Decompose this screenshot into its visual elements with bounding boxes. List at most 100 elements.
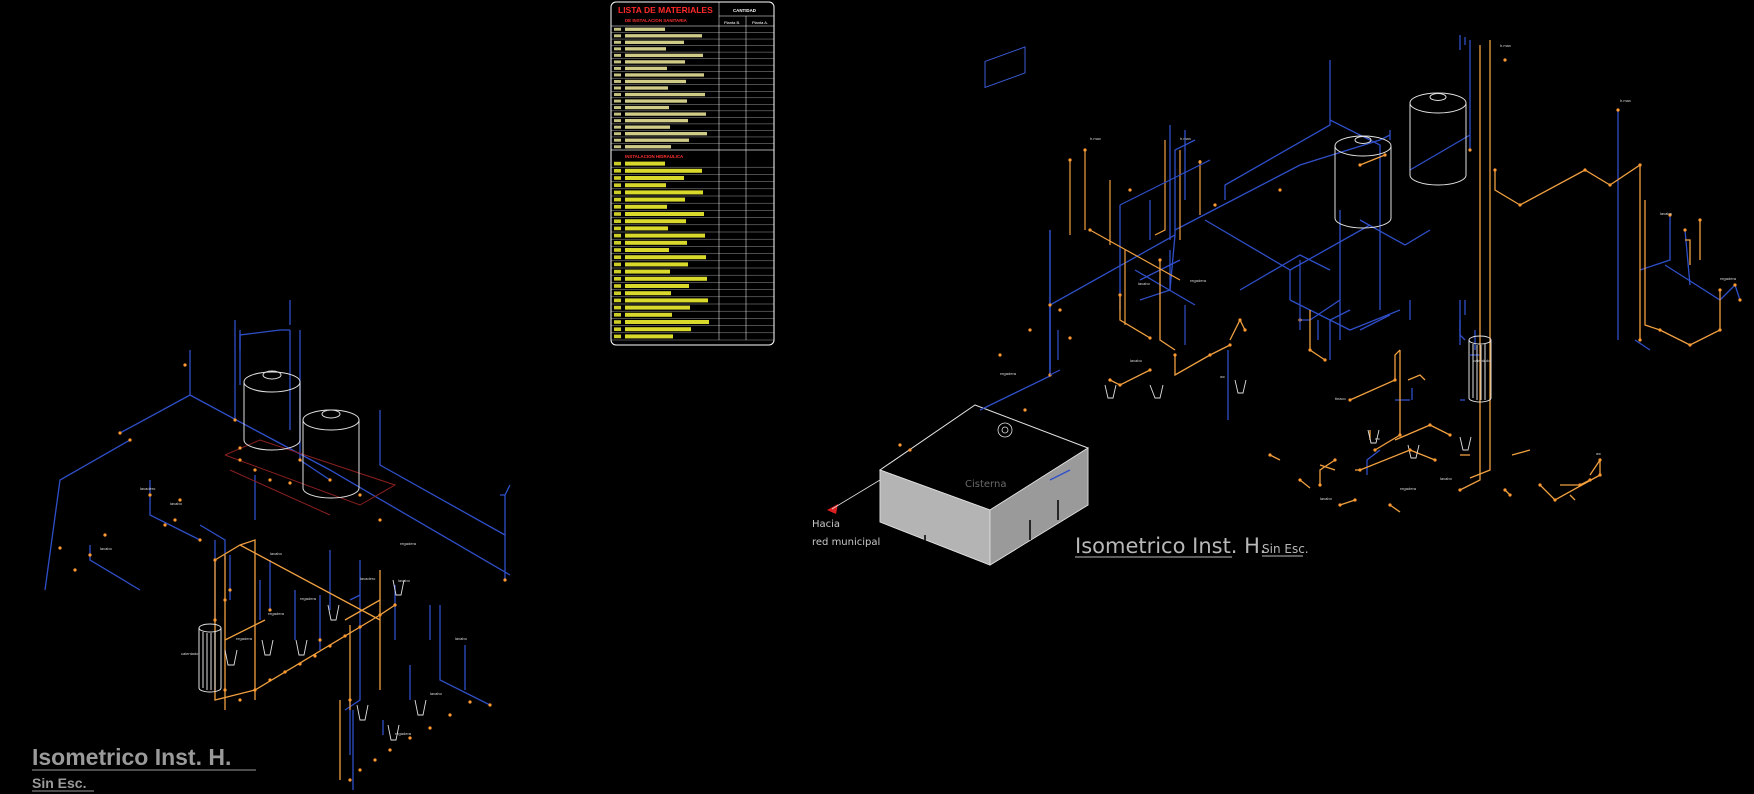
svg-text:lavadero: lavadero [140,486,156,491]
materials-table-subtitle: DE INSTALACION SANITARIA [625,18,688,23]
table-row-index-block [614,161,621,166]
table-row-text-block [625,92,705,97]
svg-text:lavabo: lavabo [170,501,183,506]
svg-text:regadera: regadera [1190,278,1207,283]
table-row-text-block [625,145,671,149]
table-row-index-block [614,183,621,187]
table-row-text-block [625,40,684,44]
table-row-index-block [614,248,621,252]
table-row-text-block [625,79,686,84]
svg-text:lavabo: lavabo [455,636,468,641]
table-row-index-block [614,125,621,129]
table-row-index-block [614,219,621,223]
table-row-text-block [625,183,666,188]
svg-text:lavabo: lavabo [100,546,113,551]
table-row-index-block [614,320,621,324]
table-row-index-block [614,298,621,303]
table-row-index-block [614,205,621,209]
table-row-text-block [625,118,688,123]
svg-text:h.max: h.max [1500,43,1511,48]
table-row-text-block [625,34,702,38]
table-row-text-block [625,284,689,288]
table-row-text-block [625,204,667,209]
table-row-index-block [614,226,621,231]
table-row-index-block [614,66,621,70]
table-row-index-block [614,291,621,295]
table-row-index-block [614,255,621,259]
left-drawing-title: Isometrico Inst. H. [32,744,231,770]
table-row-text-block [625,190,703,195]
svg-text:regadera: regadera [400,541,417,546]
table-row-text-block [625,112,706,116]
table-row-index-block [614,334,621,339]
table-row-text-block [625,197,685,202]
svg-text:lavabo: lavabo [1138,281,1151,286]
table-row-text-block [625,132,707,136]
svg-text:regadera: regadera [1000,371,1017,376]
table-row-text-block [625,327,691,332]
table-row-text-block [625,60,685,64]
table-row-index-block [614,145,621,149]
left-isometric-plumbing-diagram: lavabo lavabo lavadero regadera regadera re… [32,300,511,792]
svg-text:lavabo: lavabo [1130,358,1143,363]
table-row-text-block [625,312,672,317]
svg-text:regadera: regadera [1720,276,1737,281]
cistern-box [878,46,1090,566]
svg-text:h.max: h.max [1180,136,1191,141]
table-row-index-block [614,212,621,216]
table-row-text-block [625,161,665,166]
table-row-index-block [614,284,621,288]
table-row-index-block [614,119,621,123]
svg-text:h.max: h.max [1620,98,1631,103]
svg-text:lavadero: lavadero [360,576,376,581]
materials-table-rows [611,27,774,341]
table-row-text-block [625,66,667,71]
table-row-index-block [614,93,621,96]
table-row-text-block [625,233,705,238]
svg-text:wc: wc [1220,374,1225,379]
table-row-text-block [625,262,688,267]
table-row-text-block [625,105,669,110]
table-row-text-block [625,86,668,90]
table-row-text-block [625,168,702,173]
right-drawing-title: Isometrico Inst. H. [1075,534,1266,558]
table-row-text-block [625,212,704,216]
svg-text:calentador: calentador [1473,358,1492,363]
table-row-index-block [614,60,621,64]
table-row-index-block [614,112,621,116]
svg-text:regadera: regadera [300,596,317,601]
street-label-line1: Hacia [812,519,840,530]
table-row-index-block [614,80,621,83]
quantity-header: CANTIDAD [733,8,756,13]
table-row-index-block [614,132,621,136]
table-row-text-block [625,334,673,339]
table-row-text-block [625,219,686,224]
svg-text:lavabo: lavabo [1440,476,1453,481]
table-row-index-block [614,34,621,38]
svg-text:regadera: regadera [1400,486,1417,491]
table-row-index-block [614,241,621,245]
svg-text:regadera: regadera [395,731,412,736]
svg-text:wc: wc [1375,436,1380,441]
table-row-text-block [625,291,671,296]
table-row-text-block [625,298,708,303]
col-header-planta-b: Planta B. [724,20,740,25]
table-row-text-block [625,73,704,77]
cistern-label: Cisterna [965,479,1006,490]
table-row-index-block [614,99,621,103]
table-row-index-block [614,106,621,110]
materials-list-table: LISTA DE MATERIALES DE INSTALACION SANIT… [610,1,775,346]
svg-text:regadera: regadera [268,611,285,616]
table-row-index-block [614,86,621,90]
table-row-text-block [625,138,689,142]
svg-text:tinaco: tinaco [1335,396,1346,401]
svg-text:wc: wc [1596,451,1601,456]
table-row-index-block [614,169,621,173]
table-row-index-block [614,40,621,44]
table-row-text-block [625,125,670,129]
table-row-index-block [614,47,621,51]
svg-text:lavabo: lavabo [270,551,283,556]
table-row-index-block [614,197,621,202]
table-row-text-block [625,99,687,103]
